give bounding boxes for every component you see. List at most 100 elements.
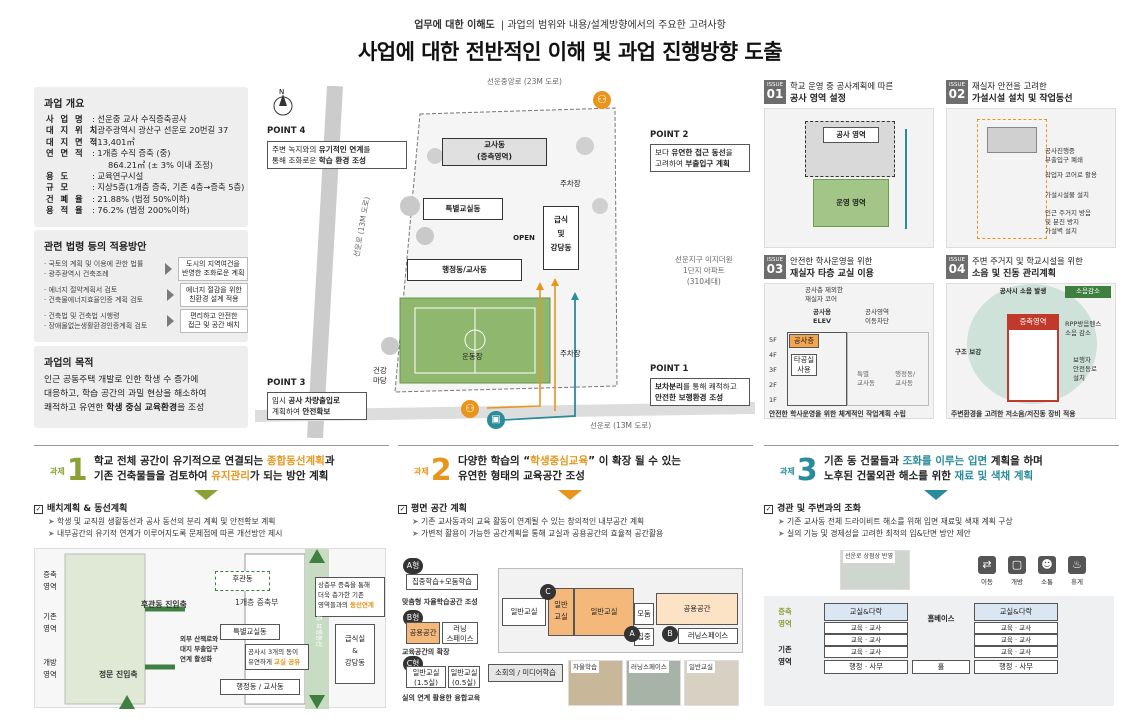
- task3-class-2: 교실&다락: [974, 603, 1058, 621]
- law-item: · 에너지 절약계획서 검토 · 건축물에너지효율인증 계획 검토: [44, 285, 144, 304]
- overview-row: 용 도: 교육연구시설: [46, 171, 144, 182]
- site-plan: N 선운중앙로 (23M 도로) 선운로 (13M 도로) 선운로 (13M 도…: [255, 77, 755, 438]
- task-number: 과제3: [780, 453, 818, 488]
- issue3-core-label: 공사층 제외한 재실자 코어: [805, 286, 843, 303]
- apartment-label: 선운지구 이지더원 1단지 아파트 (310세대): [675, 255, 733, 286]
- point-1-label: POINT 1: [650, 364, 689, 374]
- chevron-down-icon: [924, 490, 948, 500]
- task3-icon-item: ▢개방: [1004, 556, 1030, 586]
- issue2-label-3: 가설시설물 설치: [1045, 191, 1089, 199]
- task-bullet: ➤ 실의 기능 및 경제성을 고려한 최적의 입&단면 방안 제안: [778, 529, 971, 538]
- issue2-label-1: 공사진행중 부출입구 폐쇄: [1045, 147, 1083, 164]
- law-row: · 에너지 절약계획서 검토 · 건축물에너지효율인증 계획 검토 에너지 절감을…: [44, 282, 248, 307]
- task1-back-building: 후관동: [215, 571, 270, 591]
- task1-note-1: 상층부 증축을 통해 더욱 층가한 기존 영역들과의 동선연계: [315, 577, 385, 617]
- task1-axis-label: 북측 보행동선: [315, 609, 323, 647]
- task-bullet: ➤ 가변적 활용이 가능한 공간계획을 통해 교실과 공용공간의 효율적 공간활…: [412, 529, 664, 538]
- issue2-label-2: 작업자 코어로 활용: [1045, 171, 1097, 179]
- issue4-fence: RPP방음펜스 소음 감소: [1065, 320, 1102, 337]
- task1-note-3: 공사시 3개의 동이 유연하게 교실 공유: [245, 644, 309, 670]
- point-3-label: POINT 3: [267, 378, 306, 388]
- issue4-extension: 증축영역: [1009, 316, 1057, 330]
- task1-special: 특별교실동: [220, 624, 280, 640]
- task2-c-caption: 실의 연계 활용한 융합교육: [402, 694, 481, 702]
- svg-text:N: N: [279, 88, 284, 96]
- task3-classroom-cell: 교육 · 교사: [974, 622, 1058, 634]
- point-2-box: 보다 유연한 접근 동선을 고려하여 부출입구 계획: [650, 144, 750, 172]
- task3-zone-1: 증축 영역: [778, 607, 792, 628]
- task2-figure: A형 집중학습+모둠학습 맞춤형 자율학습공간 조성 B형 공용공간 러닝 스페…: [398, 548, 750, 708]
- floor-label: 2F: [769, 381, 777, 389]
- task-subheading: ✓배치계획 & 동선계획: [34, 504, 128, 514]
- task2-photo-1: 자율학습: [568, 660, 623, 706]
- overview-row: 건 폐 율: 21.88% (법정 50%이하): [46, 193, 190, 204]
- task2-a-box: 집중학습+모둠학습: [406, 574, 478, 590]
- overview-row: 사 업 명: 선운중 교사 수직증축공사: [46, 114, 187, 124]
- cafeteria-building: 급식 및 강당동: [543, 206, 579, 270]
- issue3-admin: 행정동/ 교사동: [895, 370, 916, 387]
- issue4-noise-reduce: 소음감소: [1065, 286, 1111, 298]
- purpose-title: 과업의 목적: [44, 358, 94, 369]
- issue4-caption: 주변환경을 고려한 저소음/저진동 장비 적용: [951, 410, 1076, 418]
- activity-icon: ⇄: [978, 556, 996, 574]
- task2-plan-1: 일반교실: [502, 598, 546, 626]
- page-title: 사업에 대한 전반적인 이해 및 과업 진행방향 도출: [357, 40, 783, 64]
- task-number: 과제2: [414, 453, 452, 488]
- task2-plan-3: 일반교실: [574, 588, 634, 636]
- point-4-box: 주변 녹지와의 유기적인 연계를 통해 조화로운 학습 환경 조성: [267, 141, 407, 169]
- law-result: 에너지 절감을 위한 친환경 설계 적용: [179, 282, 248, 307]
- task-bullet: ➤ 학생 및 교직원 생활동선과 공사 동선의 분리 계획 및 안전확보 계획: [48, 517, 276, 526]
- task3-homebase: 홈베이스: [927, 614, 955, 623]
- task-bullet: ➤ 기존 교사동과의 교육 활동이 연계될 수 있는 창의적인 내부공간 계획: [412, 517, 645, 526]
- task2-plan-tag-a: A: [624, 626, 640, 642]
- floor-label: 5F: [769, 336, 777, 344]
- field-label: 운동장: [462, 352, 483, 361]
- car-icon: ▣: [487, 411, 505, 429]
- overview-row: 864.21㎡ (± 3% 이내 조정): [108, 159, 213, 170]
- task1-figure: 증축 영역 기존 영역 개방 영역 후관동 후관동 진입축 정문 진입축 1개층…: [34, 548, 386, 709]
- special-building: 특별교실동: [423, 198, 503, 220]
- point-1-box: 보차분리를 통해 쾌적하고 안전한 보행환경 조성: [650, 378, 750, 406]
- task1-zone-2: 기존 영역: [43, 612, 57, 633]
- purpose-panel: 과업의 목적 인근 공동주택 개발로 인한 학생 수 증가에 대응하고, 학습 …: [34, 346, 248, 428]
- task2-plan-7: 러닝스페이스: [678, 628, 738, 644]
- pedestrian-icon: ⚇: [461, 400, 479, 418]
- task2-plan-tag-c: C: [540, 584, 556, 600]
- floor-label: 4F: [769, 351, 777, 359]
- checkbox-icon: ✓: [398, 505, 407, 514]
- road-top-label: 선운중앙로 (23M 도로): [487, 77, 562, 86]
- laws-title: 관련 법령 등의 적용방안: [44, 242, 147, 253]
- task2-b1: 공용공간: [406, 622, 440, 644]
- task3-admin-1: 행정 · 사무: [824, 660, 908, 674]
- law-result: 도시의 지역여건을 반영한 조화로운 계획: [178, 256, 248, 281]
- task3-hall: 홀: [912, 660, 970, 674]
- point-4-label: POINT 4: [267, 126, 306, 136]
- task3-icons: ⇄이동▢개방☻소통♨휴게: [974, 556, 1104, 592]
- issue1-construction-area: 공사 영역: [823, 127, 879, 143]
- admin-building: 행정동/교사동: [407, 259, 522, 281]
- activity-icon: ▢: [1008, 556, 1026, 574]
- task3-icon-item: ⇄이동: [974, 556, 1000, 586]
- arrow-right-icon: [165, 262, 172, 275]
- checkbox-icon: ✓: [34, 505, 43, 514]
- point-2-label: POINT 2: [650, 130, 689, 140]
- issue3-construction-floor: 공사층: [789, 334, 819, 348]
- task1-zone-3: 개방 영역: [43, 658, 57, 679]
- overview-row: 대 지 위 치: 광주광역시 광산구 선운로 20번길 37: [46, 125, 229, 136]
- task1-back-axis: 후관동 진입축: [141, 600, 187, 609]
